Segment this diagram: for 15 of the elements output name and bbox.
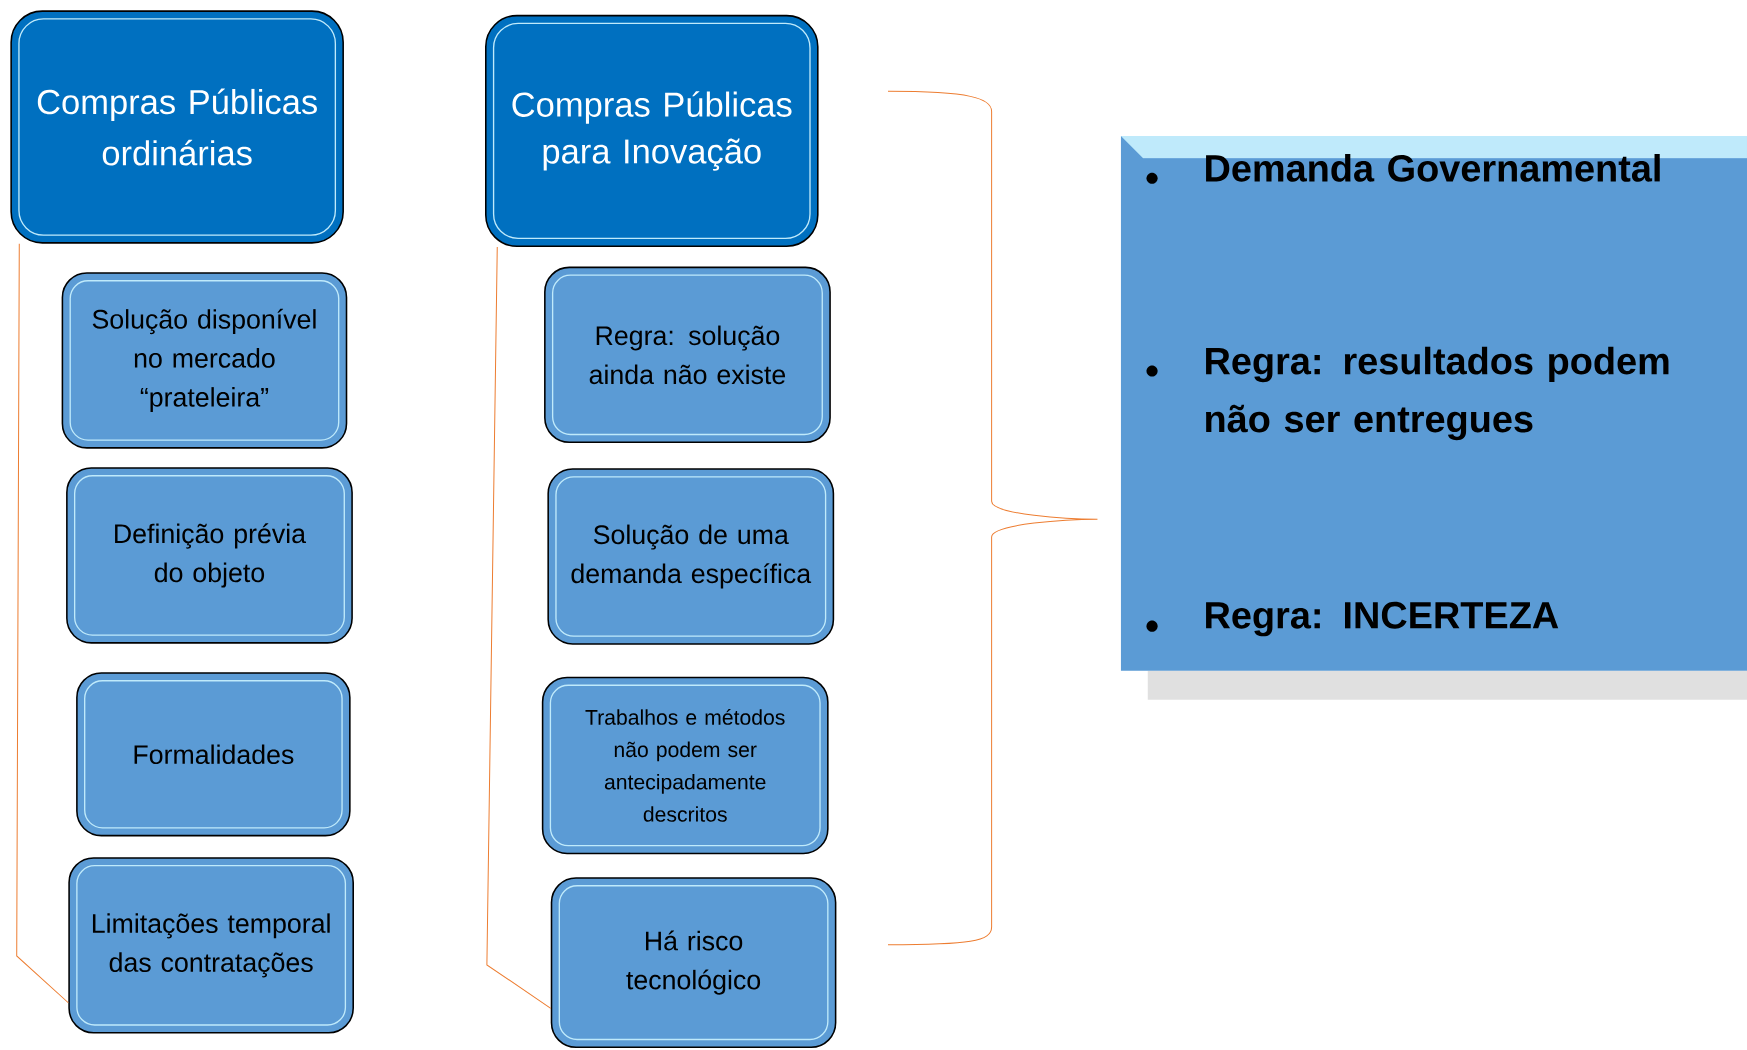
item-box: Formalidades [76,672,351,837]
header-box: Compras Públicas para Inovação [485,15,819,248]
item-box: Regra: solução ainda não existe [544,266,831,444]
connector-line [16,243,69,1004]
item-box: Trabalhos e métodos não podem ser antecipadamente descritos [541,676,829,855]
connector-line [486,246,552,1010]
item-box: Definição prévia do objeto [66,467,353,644]
item-box: Solução disponível no mercado “prateleira” [61,272,348,449]
item-box: Há risco tecnológico [550,877,837,1049]
item-box: Solução de uma demanda específica [547,468,835,645]
header-box: Compras Públicas ordinárias [10,10,344,244]
list-item: Regra: INCERTEZA [1206,602,1559,637]
item-box: Limitações temporal das contratações [68,857,354,1034]
list-item: Regra: resultados podem não ser entregues [1206,346,1669,441]
list-item: Demanda Governamental [1206,154,1660,183]
